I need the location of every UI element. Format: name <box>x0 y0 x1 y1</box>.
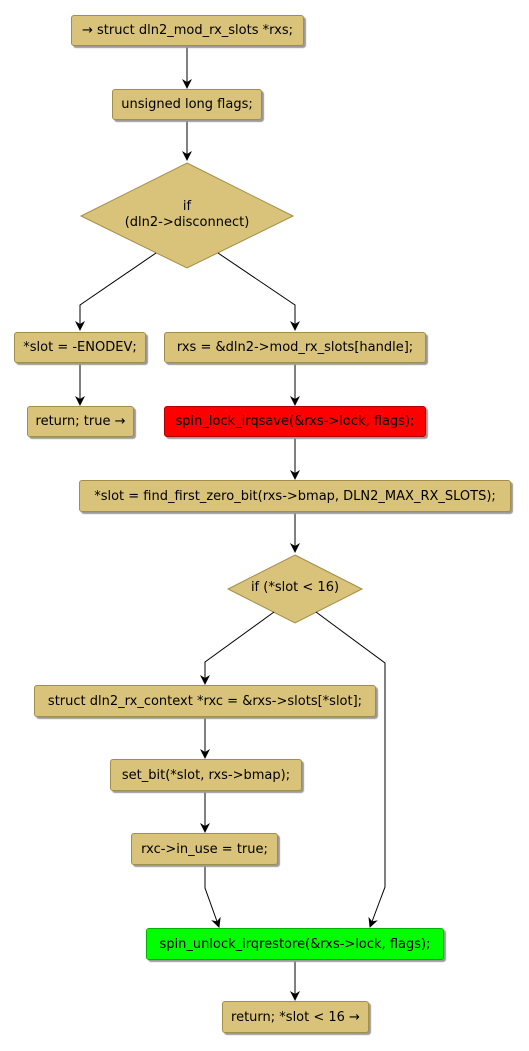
find-first-zero-bit-node: *slot = find_first_zero_bit(rxs->bmap, D… <box>79 480 511 512</box>
if-disconnect-label: if (dln2->disconnect) <box>87 199 287 231</box>
in-use-node: rxc->in_use = true; <box>131 833 278 865</box>
edge-if-to-unlock <box>315 611 386 928</box>
if-slot-label: if (*slot < 16) <box>250 580 340 595</box>
edge-if-to-rxc <box>200 611 275 685</box>
spin-unlock-node: spin_unlock_irqrestore(&rxs->lock, flags… <box>146 928 444 960</box>
rxs-assign-node: rxs = &dln2->mod_rx_slots[handle]; <box>164 332 426 363</box>
decision-diamond-slot <box>226 554 364 624</box>
if-condition: (dln2->disconnect) <box>124 215 250 230</box>
return-true-node: return; true → <box>27 406 134 437</box>
edge-if-to-enodev <box>75 252 157 331</box>
rxc-declaration-node: struct dln2_rx_context *rxc = &rxs->slot… <box>34 685 376 717</box>
edge-inuse-to-unlock <box>204 865 221 928</box>
return-slot-node: return; *slot < 16 → <box>222 1001 369 1033</box>
spin-lock-node: spin_lock_irqsave(&rxs->lock, flags); <box>164 406 426 437</box>
slot-enodev-node: *slot = -ENODEV; <box>14 332 146 363</box>
if-keyword: if <box>182 199 192 214</box>
edges <box>75 46 386 1001</box>
set-bit-node: set_bit(*slot, rxs->bmap); <box>110 759 302 791</box>
decision-diamond-disconnect <box>79 162 295 269</box>
flags-declaration-node: unsigned long flags; <box>112 89 262 120</box>
start-node: → struct dln2_mod_rx_slots *rxs; <box>71 15 304 46</box>
edge-if-to-rxs <box>217 252 300 331</box>
